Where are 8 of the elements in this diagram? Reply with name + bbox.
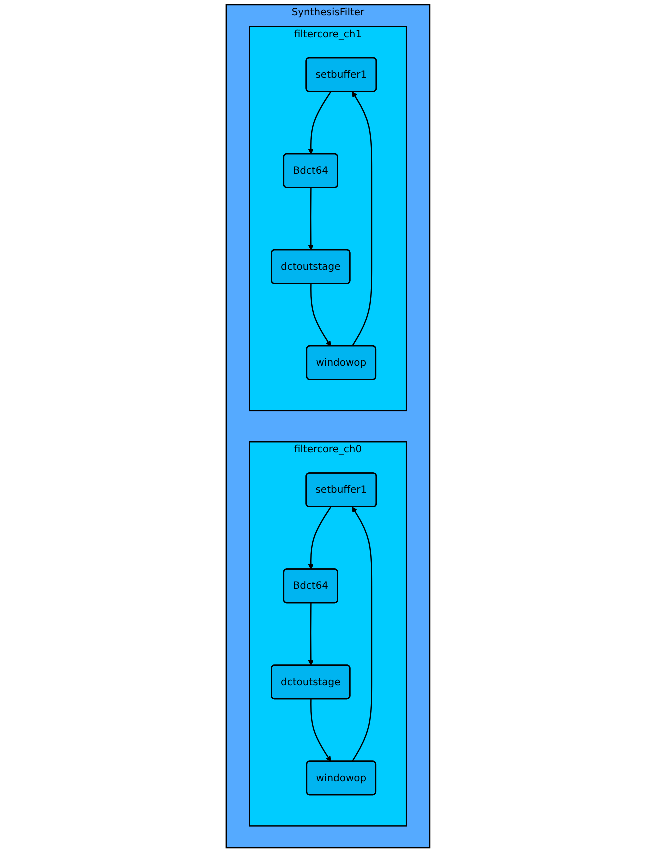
arrow	[308, 92, 332, 155]
arrow	[352, 507, 372, 762]
arrow	[308, 506, 332, 570]
arrow	[308, 188, 314, 251]
arrow	[310, 699, 332, 762]
arrow	[352, 92, 372, 347]
arrow	[310, 284, 332, 347]
arrow	[308, 603, 314, 666]
